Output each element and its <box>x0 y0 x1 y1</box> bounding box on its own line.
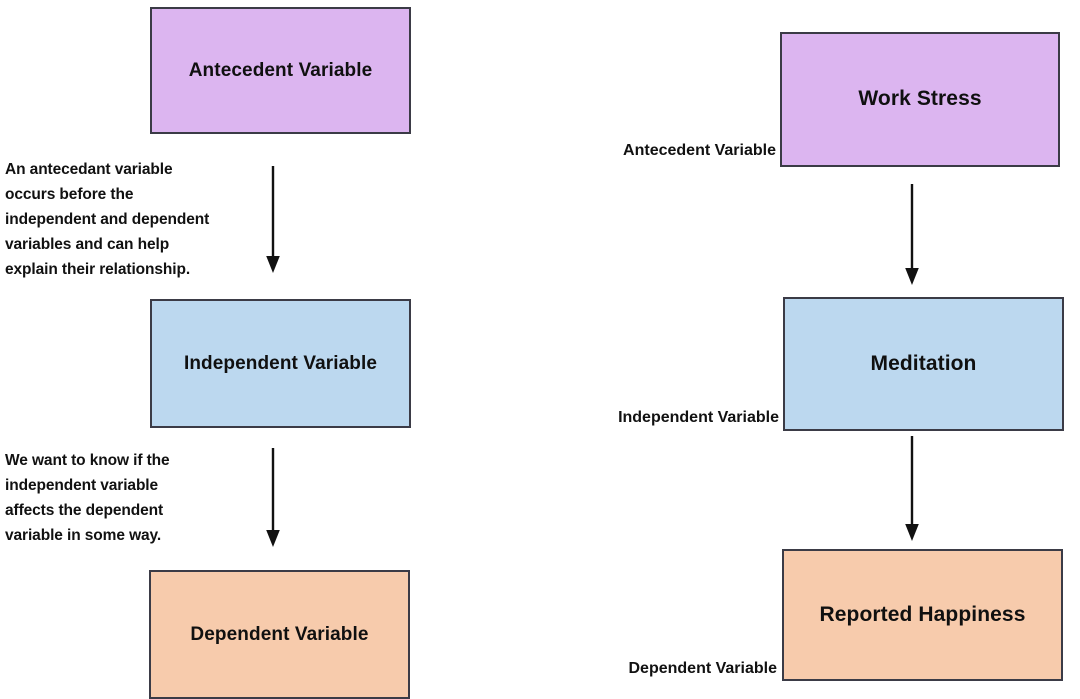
node-reported-happiness-label: Reported Happiness <box>819 602 1026 626</box>
role-label-independent-variable: Independent Variable <box>618 409 779 426</box>
arrow-meditation-to-reported-happiness <box>903 436 921 544</box>
node-independent-variable-label: Independent Variable <box>183 352 378 374</box>
node-dependent-variable-label: Dependent Variable <box>190 623 369 645</box>
arrow-independent-to-dependent <box>264 448 282 550</box>
node-work-stress-label: Work Stress <box>858 87 982 111</box>
annotation-independent-note: We want to know if the independent varia… <box>5 452 170 545</box>
node-dependent-variable[interactable]: Dependent Variable <box>149 570 410 699</box>
arrow-work-stress-to-meditation <box>903 184 921 288</box>
role-label-dependent-variable: Dependent Variable <box>628 660 778 677</box>
annotation-antecedent-note: An antecedant variable occurs before the… <box>5 161 210 279</box>
node-work-stress[interactable]: Work Stress <box>780 32 1060 167</box>
role-label-antecedent-variable: Antecedent Variable <box>623 142 776 159</box>
node-meditation[interactable]: Meditation <box>783 297 1064 431</box>
arrow-antecedent-to-independent <box>264 166 282 276</box>
node-antecedent-variable-label: Antecedent Variable <box>188 59 373 81</box>
node-independent-variable[interactable]: Independent Variable <box>150 299 411 428</box>
node-meditation-label: Meditation <box>870 351 977 375</box>
node-reported-happiness[interactable]: Reported Happiness <box>782 549 1063 681</box>
node-antecedent-variable[interactable]: Antecedent Variable <box>150 7 411 134</box>
